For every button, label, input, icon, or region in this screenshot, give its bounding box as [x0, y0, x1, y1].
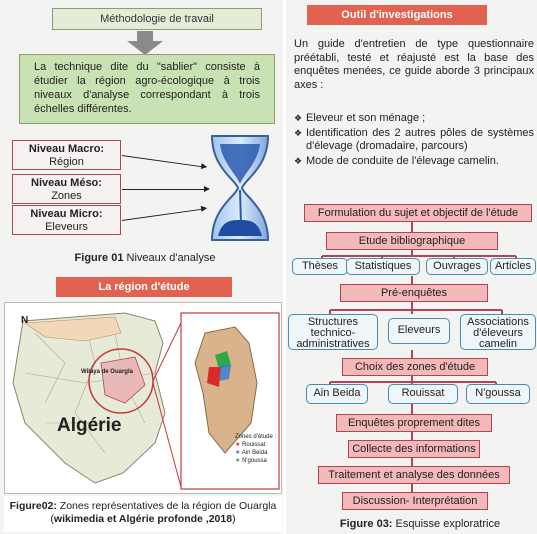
- algeria-map: [12, 312, 280, 490]
- map-legend: Zones d'étude : ★ Rouissat ★ Ain Beida ★…: [235, 433, 276, 465]
- down-arrow-icon: [127, 41, 163, 55]
- legend-label: N'goussa: [242, 458, 267, 464]
- figure2-end: ): [232, 513, 236, 525]
- country-label: Algérie: [57, 415, 122, 436]
- panel-divider: [283, 0, 286, 534]
- axis-item: Identification des 2 autres pôles de sys…: [294, 127, 534, 154]
- legend-item-rouissat: ★ Rouissat: [235, 441, 276, 449]
- legend-label: Rouissat: [242, 442, 266, 448]
- outil-banner: Outil d'investigations: [307, 5, 487, 25]
- figure1-caption: Figure 01 Niveaux d'analyse: [40, 252, 250, 264]
- figure3-label: Figure 03:: [339, 518, 393, 530]
- legend-item-ain-beida: ★ Ain Beida: [235, 449, 276, 457]
- region-banner: La région d'étude: [56, 277, 232, 297]
- legend-title: Zones d'étude :: [235, 434, 277, 440]
- flow-pre-enquetes: Pré-enquêtes: [340, 284, 488, 302]
- arrow-macro: [121, 155, 206, 168]
- level-micro-value: Eleveurs: [45, 221, 88, 233]
- level-macro: Niveau Macro: Région: [12, 140, 121, 170]
- figure2-text: Zones représentatives de la région de Ou…: [50, 500, 277, 525]
- biblio-statistiques: Statistiques: [346, 258, 420, 275]
- figure3-text: Esquisse exploratrice: [392, 518, 501, 530]
- flow-discussion: Discussion- Interprétation: [342, 492, 488, 510]
- star-icon: ★: [235, 450, 241, 456]
- pre-structures: Structures technico-administratives: [288, 314, 378, 350]
- figure1-label: Figure 01: [74, 252, 124, 264]
- zone-rouissat: Rouissat: [388, 384, 458, 404]
- flow-collecte: Collecte des informations: [348, 440, 480, 458]
- biblio-theses: Thèses: [292, 258, 348, 275]
- axis-item: Mode de conduite de l'élevage camelin.: [294, 155, 534, 169]
- biblio-articles: Articles: [490, 258, 536, 275]
- level-micro-name: Niveau Micro:: [30, 208, 103, 220]
- pre-associations: Associations d'éleveurs camelin: [460, 314, 536, 350]
- arrow-meso: [122, 186, 210, 192]
- level-meso: Niveau Méso: Zones: [12, 174, 121, 204]
- figure2-source: wikimedia et Algérie profonde ,2018: [53, 513, 233, 525]
- down-arrow-stem: [137, 31, 153, 41]
- figure2-caption: Figure02: Zones représentatives de la ré…: [4, 496, 282, 532]
- methodology-title: Méthodologie de travail: [52, 8, 262, 30]
- level-meso-name: Niveau Méso:: [31, 177, 102, 189]
- axis-item: Eleveur et son ménage ;: [294, 112, 534, 126]
- flow-traitement: Traitement et analyse des données: [318, 466, 510, 484]
- figure1-text: Niveaux d'analyse: [123, 252, 216, 264]
- zone-ain-beida: Ain Beida: [306, 384, 368, 404]
- technique-description: La technique dite du "sablier" consiste …: [19, 54, 275, 124]
- star-icon: ★: [235, 442, 241, 448]
- guide-description: Un guide d'entretien de type questionnai…: [294, 38, 534, 91]
- north-label: N: [21, 315, 29, 326]
- axes-list: Eleveur et son ménage ; Identification d…: [294, 112, 534, 169]
- arrow-micro: [121, 208, 206, 221]
- pre-eleveurs: Eleveurs: [388, 318, 450, 344]
- level-macro-value: Région: [49, 156, 84, 168]
- level-micro: Niveau Micro: Eleveurs: [12, 205, 121, 235]
- figure2-label: Figure02:: [9, 500, 57, 512]
- flow-formulation: Formulation du sujet et objectif de l'ét…: [304, 204, 532, 222]
- zone-ngoussa: N'goussa: [466, 384, 530, 404]
- figure3-caption: Figure 03: Esquisse exploratrice: [330, 518, 510, 530]
- level-meso-value: Zones: [51, 190, 82, 202]
- region-map: N Wilaya de Ouargla Algérie Zones d'étud…: [4, 302, 282, 494]
- flow-etude-bibliographique: Etude bibliographique: [326, 232, 498, 250]
- legend-label: Ain Beida: [241, 450, 268, 456]
- level-macro-name: Niveau Macro:: [28, 143, 105, 155]
- flow-enquetes: Enquêtes proprement dites: [336, 414, 492, 432]
- wilaya-label: Wilaya de Ouargla: [81, 369, 133, 375]
- star-icon: ★: [235, 458, 241, 464]
- flow-choix-zones: Choix des zones d'étude: [342, 358, 488, 376]
- biblio-ouvrages: Ouvrages: [426, 258, 488, 275]
- hourglass-icon: [210, 135, 270, 241]
- legend-item-ngoussa: ★ N'goussa: [235, 457, 276, 465]
